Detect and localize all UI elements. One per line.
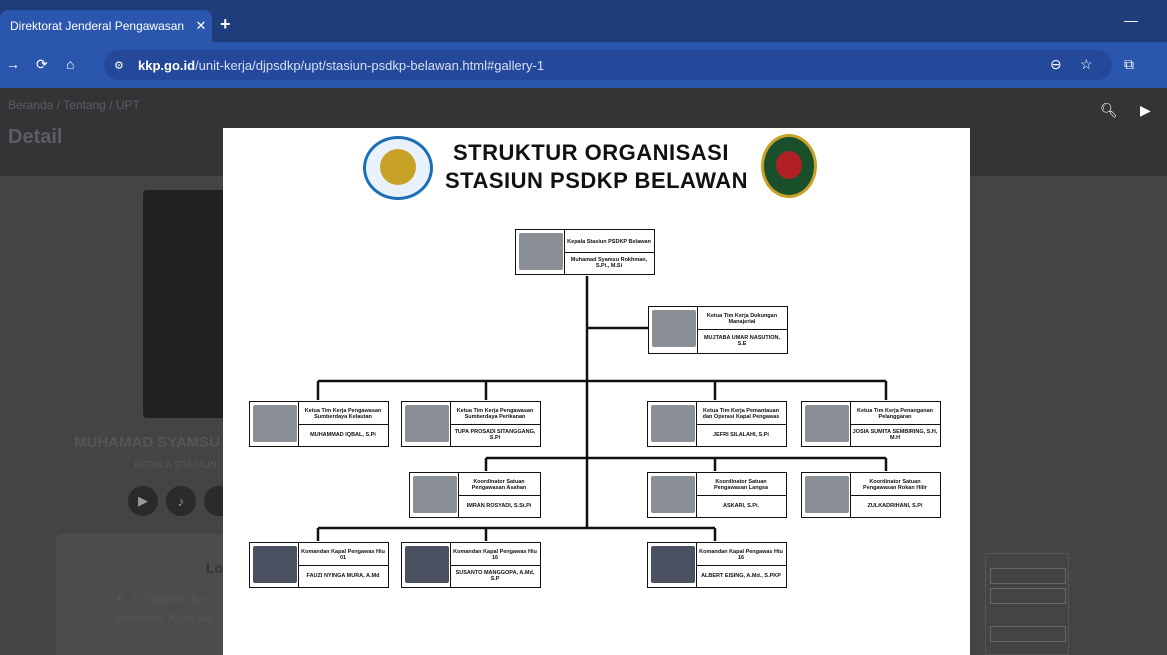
position-title: Komandan Kapal Pengawas Hiu 16 [699,548,783,561]
person-photo [519,233,563,270]
browser-tab-bar: Direktorat Jenderal Pengawasan ✕ + — [0,0,1167,42]
person-name: TUPA PROSADI SITANGGANG, S.Pi [454,428,536,441]
org-box-commander: Komandan Kapal Pengawas Hiu 01 FAUZI NYI… [249,542,389,588]
thumb-row [990,568,1066,584]
org-box-coordinator: Koordinator Satuan Pengawasan Langsa ASK… [647,472,787,518]
position-title: Kepala Stasiun PSDKP Belawan [567,238,651,245]
location-address-line2: Belawan, Kota Me [116,611,214,625]
position-title: Ketua Tim Kerja Pengawasan Sumberdaya Ke… [304,407,382,420]
position-title: Ketua Tim Kerja Pemantauan dan Operasi K… [702,407,780,420]
person-name: ASKARI, S.Pi. [722,502,760,509]
person-name: SUSANTO MANGGOPA, A.Md, S.P [455,569,535,582]
next-arrow-icon[interactable]: ▶ [1140,102,1151,118]
org-box-team: Ketua Tim Kerja Pemantauan dan Operasi K… [647,401,787,447]
person-name: MUHAMMAD IQBAL, S.Pi [310,431,376,438]
tab-title: Direktorat Jenderal Pengawasan [10,19,185,33]
map-pin-icon: ● [116,592,123,604]
person-photo [651,546,695,583]
person-name: ZULKADRIHANI, S.Pi [867,502,923,509]
position-title: Koordinator Satuan Pengawasan Asahan [471,478,527,491]
location-card [56,534,230,655]
org-connector-lines [316,276,888,541]
site-info-icon[interactable]: ⚙ [114,59,124,72]
person-name: Muhamad Syamsu Rokhman, S.Pi., M.Si [570,256,648,269]
kkp-logo [363,136,433,200]
person-photo [253,405,297,442]
bookmark-star-icon[interactable]: ☆ [1080,56,1093,72]
position-title: Komandan Kapal Pengawas Hiu 01 [301,548,385,561]
address-bar[interactable]: ⚙ kkp.go.id/unit-kerja/djpsdkp/upt/stasi… [104,50,1112,80]
page-title: Detail [8,126,63,148]
url-path: /unit-kerja/djpsdkp/upt/stasiun-psdkp-be… [195,57,545,73]
profile-name: MUHAMAD SYAMSU [74,434,221,451]
extensions-icon[interactable]: ⧉ [1124,56,1134,72]
person-name: JOSIA SUMITA SEMBIRING, S.H, M.H [852,428,938,441]
org-chart-subtitle: STASIUN PSDKP BELAWAN [445,168,749,193]
breadcrumb[interactable]: Beranda / Tentang / UPT [8,98,140,112]
org-box-team: Ketua Tim Kerja Penanganan Pelanggaran J… [801,401,941,447]
person-photo [413,476,457,513]
position-title: Ketua Tim Kerja Pengawasan Sumberdaya Pe… [456,407,534,420]
person-name: MUJTABA UMAR NASUTION, S.E [703,334,781,347]
person-name: JEFRI SILALAHI, S.Pi [713,431,769,438]
person-photo [405,405,449,442]
person-name: ALBERT EISING, A.Md., S.PKP [701,572,781,579]
org-box-team: Ketua Tim Kerja Pengawasan Sumberdaya Pe… [401,401,541,447]
person-name: IMRAN ROSYADI, S.St.Pi [466,502,532,509]
browser-toolbar: → ⟳ ⌂ ⚙ kkp.go.id/unit-kerja/djpsdkp/upt… [0,42,1167,88]
thumb-row [990,588,1066,604]
zoom-icon[interactable]: ⊖ [1050,56,1062,72]
url-host: kkp.go.id [138,57,196,73]
location-address-line1: Jl. Gabion, Ba [130,592,206,606]
person-name: FAUZI NYINGA MURA, A.Md [306,572,380,579]
position-title: Ketua Tim Kerja Dukungan Manajerial [706,312,778,325]
person-photo [253,546,297,583]
position-title: Koordinator Satuan Pengawasan Rokan Hili… [863,478,927,491]
browser-tab[interactable]: Direktorat Jenderal Pengawasan ✕ [0,10,212,42]
person-photo [652,310,696,347]
youtube-icon[interactable]: ▶ [128,486,158,516]
polsus-logo [761,134,817,198]
new-tab-button[interactable]: + [220,14,231,34]
location-title: Lo [206,560,224,576]
minimize-icon[interactable]: — [1124,12,1138,28]
home-icon[interactable]: ⌂ [66,56,75,72]
reload-icon[interactable]: ⟳ [36,56,48,72]
lightbox-image[interactable]: STRUKTUR ORGANISASI STASIUN PSDKP BELAWA… [223,128,970,655]
forward-icon[interactable]: → [6,56,20,72]
org-box-coordinator: Koordinator Satuan Pengawasan Rokan Hili… [801,472,941,518]
org-box-commander: Komandan Kapal Pengawas Hiu 16 SUSANTO M… [401,542,541,588]
background-thumbnail [985,553,1069,655]
profile-role: KEPALA STASIUN [134,460,217,471]
person-photo [805,476,849,513]
person-photo [805,405,849,442]
person-photo [651,405,695,442]
org-chart-title: STRUKTUR ORGANISASI [453,140,729,165]
org-box-team: Ketua Tim Kerja Pengawasan Sumberdaya Ke… [249,401,389,447]
person-photo [651,476,695,513]
close-icon[interactable]: ✕ [195,18,207,33]
search-icon[interactable]: 🔍︎ [1100,102,1118,118]
org-box-coordinator: Koordinator Satuan Pengawasan Asahan IMR… [409,472,541,518]
thumb-row [990,626,1066,642]
position-title: Komandan Kapal Pengawas Hiu 16 [453,548,537,561]
tiktok-icon[interactable]: ♪ [166,486,196,516]
position-title: Koordinator Satuan Pengawasan Langsa [713,478,769,491]
org-box-staff: Ketua Tim Kerja Dukungan Manajerial MUJT… [648,306,788,354]
position-title: Ketua Tim Kerja Penanganan Pelanggaran [856,407,933,420]
org-box-head: Kepala Stasiun PSDKP Belawan Muhamad Sya… [515,229,655,275]
person-photo [405,546,449,583]
org-box-commander: Komandan Kapal Pengawas Hiu 16 ALBERT EI… [647,542,787,588]
